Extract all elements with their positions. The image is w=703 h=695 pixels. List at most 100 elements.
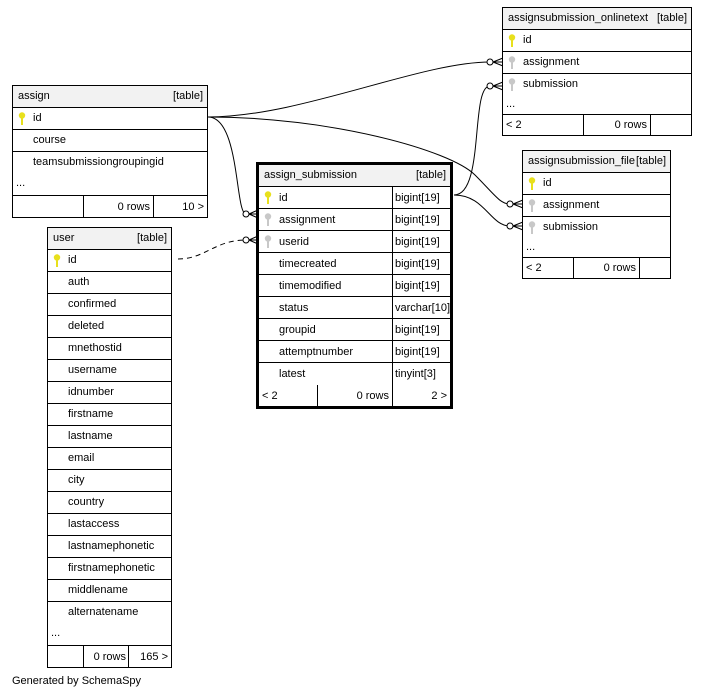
table-name: assignsubmission_file <box>528 155 635 167</box>
more-columns: ... <box>503 96 691 115</box>
column-name: firstname <box>68 408 114 420</box>
link-user-to-submission <box>177 239 247 260</box>
foreign-key-icon <box>508 56 516 70</box>
link-assign-to-submission <box>207 116 247 215</box>
table-name: assign_submission <box>264 169 357 181</box>
row-count: 0 rows <box>583 115 650 135</box>
row-count: 0 rows <box>317 385 392 406</box>
column-row: deleted <box>48 316 171 338</box>
table-kind: [table] <box>416 169 446 181</box>
children-count <box>650 115 691 135</box>
more-columns: ... <box>523 239 670 258</box>
column-name: groupid <box>279 323 316 336</box>
parents-count: < 2 <box>506 119 522 131</box>
crowsfoot <box>492 81 504 91</box>
link-end-circle <box>506 222 514 230</box>
column-name: id <box>33 112 42 124</box>
column-name: auth <box>68 276 90 288</box>
column-type: bigint[19] <box>392 253 450 274</box>
table-kind: [table] <box>137 232 167 244</box>
column-row: submission <box>523 217 670 239</box>
column-type: bigint[19] <box>392 209 450 230</box>
column-row: mnethostid <box>48 338 171 360</box>
table-user[interactable]: user [table] id auth confirmed deleted mneth… <box>47 227 172 668</box>
foreign-key-icon <box>508 78 516 92</box>
primary-key-icon <box>508 34 516 48</box>
children-count: 165 > <box>128 646 171 667</box>
link-end-circle <box>242 210 250 218</box>
column-row: id <box>48 250 171 272</box>
children-count <box>639 258 670 278</box>
link-end-circle <box>486 58 494 66</box>
column-row: assignment <box>523 195 670 217</box>
link-assign-to-onlinetext <box>207 61 491 118</box>
table-footer: < 2 0 rows <box>503 115 691 135</box>
column-name: id <box>279 191 288 204</box>
foreign-key-icon <box>528 199 536 213</box>
parents-count: < 2 <box>526 262 542 274</box>
column-row: id <box>503 30 691 52</box>
column-name: userid <box>279 235 309 248</box>
table-name: user <box>53 232 75 244</box>
table-kind: [table] <box>173 90 203 102</box>
column-name: confirmed <box>68 298 117 310</box>
primary-key-icon <box>528 177 536 191</box>
row-count: 0 rows <box>573 258 639 278</box>
column-name: lastnamephonetic <box>68 540 155 552</box>
table-kind: [table] <box>657 12 687 24</box>
column-row: middlename <box>48 580 171 602</box>
column-name: lastaccess <box>68 518 120 530</box>
column-row: assignment <box>503 52 691 74</box>
column-name: assignment <box>543 199 600 211</box>
column-row: userid bigint[19] <box>259 231 450 253</box>
table-header: assignsubmission_file [table] <box>523 151 670 173</box>
primary-key-icon <box>53 254 61 268</box>
column-name: lastname <box>68 430 113 442</box>
link-assign-to-file <box>207 116 511 205</box>
column-row: submission <box>503 74 691 96</box>
column-type: tinyint[3] <box>392 363 450 385</box>
column-name: status <box>279 301 309 314</box>
column-type: bigint[19] <box>392 319 450 340</box>
link-end-circle <box>506 200 514 208</box>
column-name: attemptnumber <box>279 345 353 358</box>
column-row: firstnamephonetic <box>48 558 171 580</box>
crowsfoot <box>512 221 524 231</box>
link-submission-to-onlinetext <box>453 85 491 196</box>
column-type: bigint[19] <box>392 275 450 296</box>
column-row: teamsubmissiongroupingid <box>13 152 207 174</box>
link-end-circle <box>486 82 494 90</box>
table-header: assign_submission [table] <box>259 165 450 187</box>
column-row: lastname <box>48 426 171 448</box>
column-row: timecreated bigint[19] <box>259 253 450 275</box>
row-count: 0 rows <box>83 196 153 217</box>
column-name: city <box>68 474 85 486</box>
column-name: email <box>68 452 95 464</box>
column-row: course <box>13 130 207 152</box>
column-name: middlename <box>68 584 128 596</box>
column-name: id <box>523 34 532 46</box>
crowsfoot <box>492 57 504 67</box>
column-name: teamsubmissiongroupingid <box>33 156 164 168</box>
table-header: user [table] <box>48 228 171 250</box>
parents-count <box>13 196 83 217</box>
foreign-key-icon <box>528 221 536 235</box>
parents-count: < 2 <box>262 389 278 402</box>
column-name: id <box>68 254 77 266</box>
column-name: timecreated <box>279 257 337 270</box>
column-row: country <box>48 492 171 514</box>
children-count: 2 > <box>392 385 450 406</box>
column-row: id <box>523 173 670 195</box>
column-row: idnumber <box>48 382 171 404</box>
table-assignsubmission-file[interactable]: assignsubmission_file [table] id assignme… <box>522 150 671 279</box>
column-name: deleted <box>68 320 105 332</box>
column-row: id <box>13 108 207 130</box>
link-submission-to-file <box>453 194 511 227</box>
column-type: bigint[19] <box>392 231 450 252</box>
